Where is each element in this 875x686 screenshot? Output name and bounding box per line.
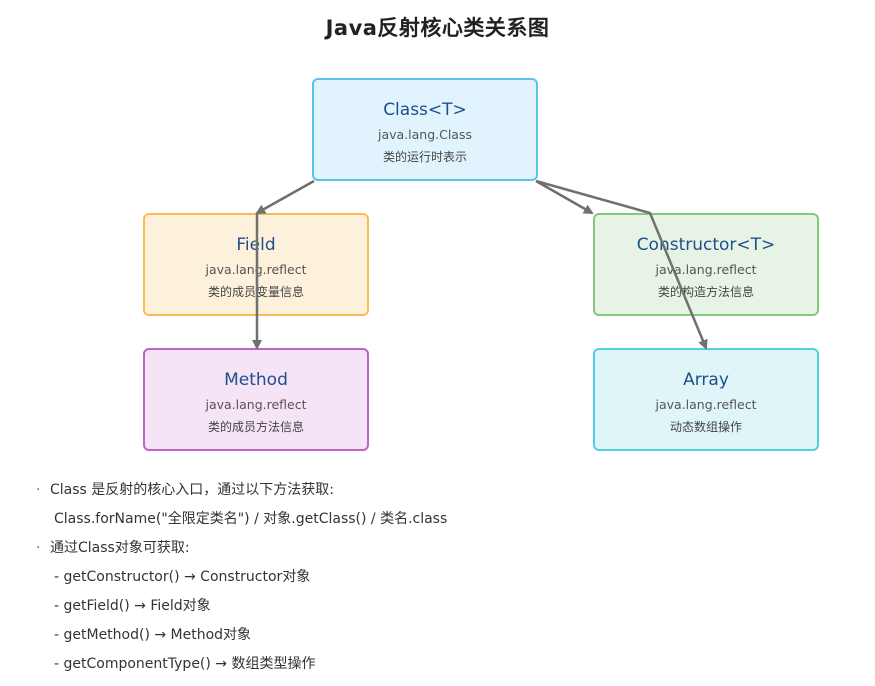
note-line-3: · 通过Class对象可获取: bbox=[36, 538, 447, 567]
node-class[interactable]: Class<T> java.lang.Class 类的运行时表示 bbox=[312, 78, 538, 181]
note-line-2: Class.forName("全限定类名") / 对象.getClass() /… bbox=[36, 509, 447, 538]
node-class-description: 类的运行时表示 bbox=[382, 150, 467, 164]
node-array[interactable]: Array java.lang.reflect 动态数组操作 bbox=[593, 348, 819, 451]
node-constructor-name: Constructor<T> bbox=[636, 235, 776, 255]
node-field[interactable]: Field java.lang.reflect 类的成员变量信息 bbox=[143, 213, 369, 316]
note-text-2: Class.forName("全限定类名") / 对象.getClass() /… bbox=[54, 511, 448, 527]
bullet-icon: · bbox=[36, 540, 41, 556]
note-text-1: Class 是反射的核心入口，通过以下方法获取: bbox=[50, 482, 334, 498]
node-class-name: Class<T> bbox=[383, 100, 467, 120]
node-method[interactable]: Method java.lang.reflect 类的成员方法信息 bbox=[143, 348, 369, 451]
note-text-3: 通过Class对象可获取: bbox=[50, 540, 190, 556]
notes-section: · Class 是反射的核心入口，通过以下方法获取: Class.forName(… bbox=[36, 480, 447, 683]
node-constructor[interactable]: Constructor<T> java.lang.reflect 类的构造方法信… bbox=[593, 213, 819, 316]
node-field-name: Field bbox=[236, 235, 276, 255]
diagram-title: Java反射核心类关系图 bbox=[325, 16, 550, 40]
note-line-1: · Class 是反射的核心入口，通过以下方法获取: bbox=[36, 480, 447, 509]
note-text-4: - getConstructor() → Constructor对象 bbox=[54, 569, 311, 585]
note-text-5: - getField() → Field对象 bbox=[54, 598, 211, 614]
node-method-name: Method bbox=[224, 370, 288, 390]
note-line-4: - getConstructor() → Constructor对象 bbox=[36, 567, 447, 596]
node-array-description: 动态数组操作 bbox=[669, 420, 742, 434]
node-array-package: java.lang.reflect bbox=[655, 397, 757, 412]
bullet-icon: · bbox=[36, 482, 41, 498]
edge-class-to-field bbox=[255, 179, 315, 215]
node-constructor-package: java.lang.reflect bbox=[655, 262, 757, 277]
node-array-name: Array bbox=[683, 370, 729, 390]
note-text-6: - getMethod() → Method对象 bbox=[54, 627, 252, 643]
node-field-package: java.lang.reflect bbox=[205, 262, 307, 277]
node-constructor-description: 类的构造方法信息 bbox=[657, 285, 754, 299]
edge-class-to-constructor bbox=[535, 179, 594, 215]
node-field-description: 类的成员变量信息 bbox=[207, 285, 304, 299]
note-text-7: - getComponentType() → 数组类型操作 bbox=[54, 656, 316, 672]
note-line-6: - getMethod() → Method对象 bbox=[36, 625, 447, 654]
note-line-5: - getField() → Field对象 bbox=[36, 596, 447, 625]
node-method-package: java.lang.reflect bbox=[205, 397, 307, 412]
note-line-7: - getComponentType() → 数组类型操作 bbox=[36, 654, 447, 683]
node-class-package: java.lang.Class bbox=[377, 127, 472, 142]
node-method-description: 类的成员方法信息 bbox=[207, 420, 304, 434]
